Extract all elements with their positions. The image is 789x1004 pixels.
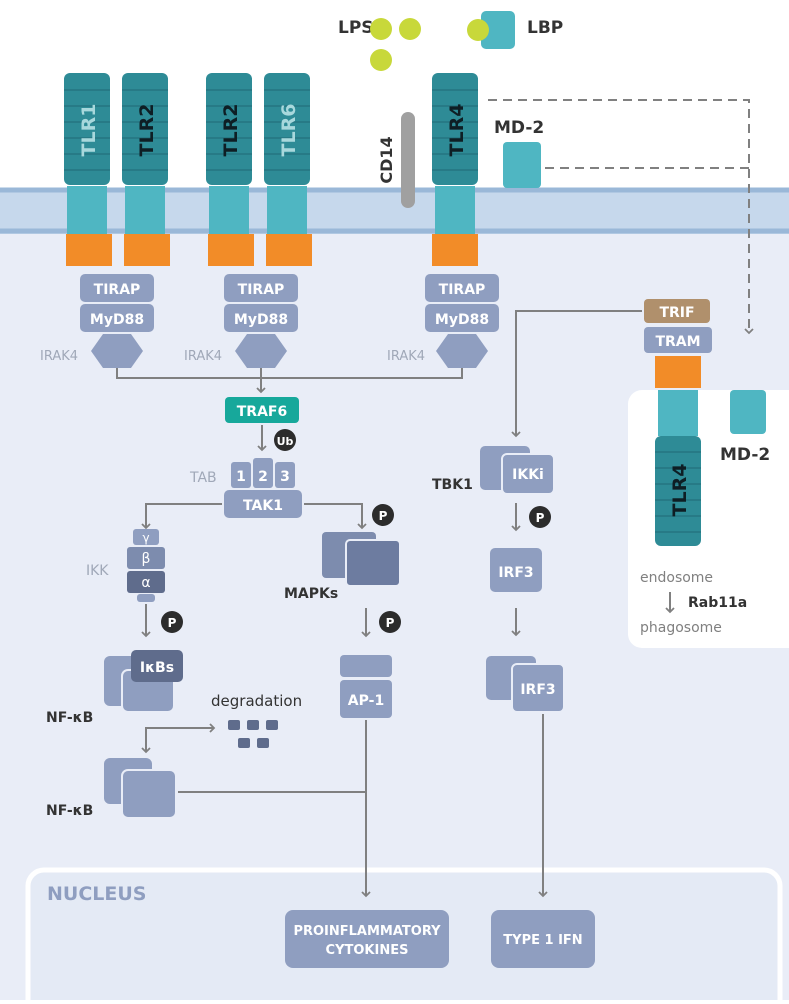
tak1-label: TAK1	[243, 498, 283, 514]
lps-bound-molecule	[467, 19, 489, 41]
lps-molecule	[399, 18, 421, 40]
lbp-label: LBP	[527, 18, 563, 38]
md2-protein	[503, 142, 541, 188]
md2-label: MD-2	[494, 118, 544, 138]
nfkb-label: NF-κB	[46, 803, 93, 819]
cytokines-line1: PROINFLAMMATORY	[293, 924, 441, 939]
proinflammatory-cytokines-box	[285, 910, 449, 968]
tlr2-label: TLR2	[220, 104, 242, 157]
tlr2-receptor: TLR2	[122, 73, 168, 234]
tir-domain	[66, 234, 112, 266]
irak4-label: IRAK4	[40, 349, 78, 364]
tirap-label: TIRAP	[439, 282, 486, 298]
tlr6-receptor: TLR6	[264, 73, 310, 234]
lps-molecule	[370, 49, 392, 71]
lps-molecule	[370, 18, 392, 40]
irf3-label: IRF3	[520, 682, 555, 698]
nucleus-label: NUCLEUS	[47, 883, 146, 905]
plasma-membrane	[0, 188, 789, 234]
tlr4-receptor: TLR4	[432, 73, 478, 234]
ikki-label: IKKi	[512, 467, 544, 483]
ikk-label: IKK	[86, 563, 109, 579]
p-label: P	[379, 509, 388, 523]
p-label: P	[536, 511, 545, 525]
gamma-label: γ	[142, 531, 149, 545]
md2-endo-protein	[730, 390, 766, 434]
tirap-label: TIRAP	[94, 282, 141, 298]
myd88-label: MyD88	[90, 312, 144, 328]
cytokines-line2: CYTOKINES	[326, 943, 409, 958]
lps-label: LPS	[338, 18, 374, 38]
tab1-label: 1	[236, 469, 246, 485]
tbk1-label: TBK1	[432, 477, 473, 493]
beta-label: β	[142, 551, 151, 567]
tlr4-endo-stalk	[658, 390, 698, 436]
ikbs-label: IκBs	[140, 660, 174, 676]
myd88-label: MyD88	[234, 312, 288, 328]
tir-domain	[208, 234, 254, 266]
tlr6-label: TLR6	[278, 104, 300, 157]
tab3-label: 3	[280, 469, 290, 485]
rab11a-label: Rab11a	[688, 595, 747, 611]
mapks-label: MAPKs	[284, 586, 338, 602]
nfkb-label: NF-κB	[46, 710, 93, 726]
tab2-label: 2	[258, 469, 268, 485]
irf3-label: IRF3	[498, 565, 533, 581]
tir-domain	[655, 356, 701, 388]
myd88-label: MyD88	[435, 312, 489, 328]
irak4-label: IRAK4	[387, 349, 425, 364]
tlr2-label: TLR2	[136, 104, 158, 157]
ap1-label: AP-1	[348, 693, 384, 709]
tlr1-receptor: TLR1	[64, 73, 110, 234]
tir-domain	[266, 234, 312, 266]
endosome-label: endosome	[640, 570, 713, 586]
traf6-label: TRAF6	[237, 404, 287, 420]
alpha-label: α	[141, 575, 150, 591]
tir-domain	[124, 234, 170, 266]
cd14-protein	[401, 112, 415, 208]
trif-label: TRIF	[659, 305, 694, 321]
tlr4-endosomal-receptor: TLR4	[655, 436, 701, 546]
p-label: P	[168, 616, 177, 630]
tlr4-label: TLR4	[446, 104, 468, 157]
tlr2-receptor: TLR2	[206, 73, 252, 234]
phagosome-label: phagosome	[640, 620, 722, 636]
tlr4-endo-label: TLR4	[669, 464, 691, 517]
tirap-label: TIRAP	[238, 282, 285, 298]
md2-endo-label: MD-2	[720, 445, 770, 465]
irak4-label: IRAK4	[184, 349, 222, 364]
tab-label: TAB	[189, 470, 217, 486]
tram-label: TRAM	[655, 334, 700, 350]
cd14-label: CD14	[377, 136, 396, 183]
ap1-subunit	[340, 655, 392, 677]
ub-label: Ub	[277, 435, 294, 448]
degradation-label: degradation	[211, 692, 302, 710]
tir-domain	[432, 234, 478, 266]
p-label: P	[386, 616, 395, 630]
type1-ifn-label: TYPE 1 IFN	[503, 933, 582, 948]
tlr1-label: TLR1	[78, 104, 100, 157]
